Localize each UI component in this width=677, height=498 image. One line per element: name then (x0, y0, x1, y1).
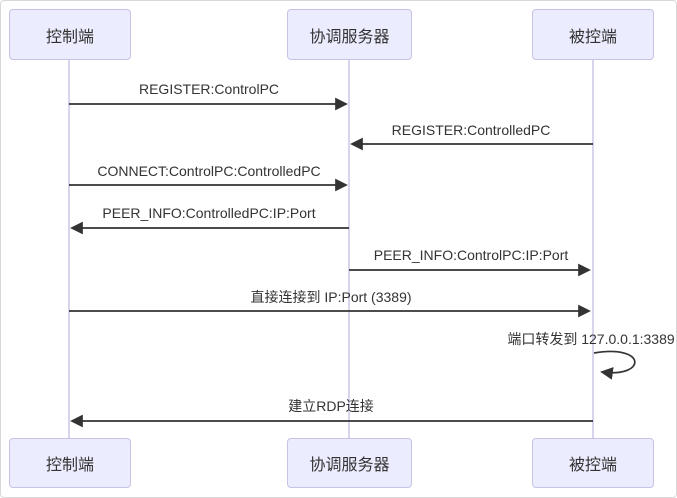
actor-box-server-bottom: 协调服务器 (287, 438, 412, 488)
lifeline-control (68, 60, 70, 439)
actor-label: 控制端 (45, 457, 94, 474)
actor-box-controlled-bottom: 被控端 (532, 438, 654, 488)
actor-label: 被控端 (568, 28, 617, 46)
message-label: 直接连接到 IP:Port (3389) (250, 289, 412, 305)
actor-box-server-top: 协调服务器 (287, 9, 412, 60)
actor-box-control-top: 控制端 (9, 9, 131, 60)
message-label: 端口转发到 127.0.0.1:3389 (507, 331, 675, 347)
actor-label: 控制端 (45, 28, 94, 46)
message-label: 建立RDP连接 (288, 398, 374, 414)
actor-box-controlled-top: 被控端 (532, 9, 654, 60)
actor-label: 协调服务器 (309, 28, 390, 46)
message-label: CONNECT:ControlPC:ControlledPC (97, 163, 321, 179)
actor-label: 被控端 (568, 457, 617, 474)
message-label: REGISTER:ControlledPC (391, 122, 551, 138)
actor-label: 协调服务器 (309, 457, 390, 474)
self-loop-arrow-port-forward (593, 350, 636, 380)
message-label: REGISTER:ControlPC (138, 81, 280, 97)
lifeline-controlled (592, 60, 594, 439)
message-label: PEER_INFO:ControlledPC:IP:Port (102, 205, 316, 221)
actor-box-control-bottom: 控制端 (9, 438, 131, 488)
message-label: PEER_INFO:ControlPC:IP:Port (373, 247, 569, 263)
lifeline-server (348, 60, 350, 439)
